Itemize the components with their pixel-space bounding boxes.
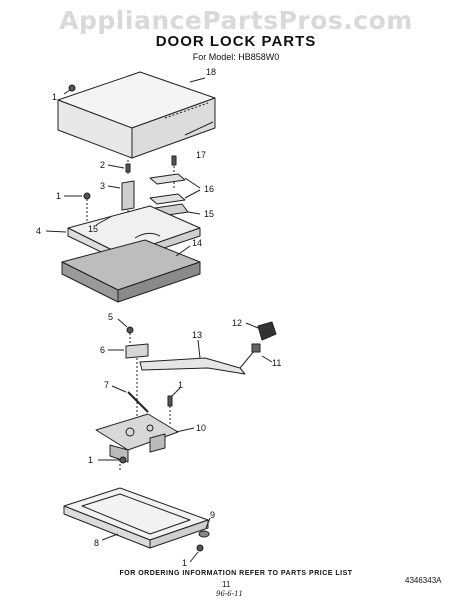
screw-icon bbox=[125, 163, 131, 173]
callout-18: 18 bbox=[206, 67, 216, 77]
clip-part-16 bbox=[149, 173, 186, 205]
screw-icon bbox=[171, 155, 177, 166]
callout-1: 1 bbox=[182, 558, 187, 568]
callout-14: 14 bbox=[192, 238, 202, 248]
base-tray-part-8 bbox=[63, 487, 209, 549]
connector-part-11 bbox=[251, 343, 261, 353]
grommet-part-9 bbox=[198, 530, 210, 538]
callout-1: 1 bbox=[52, 92, 57, 102]
callout-11: 11 bbox=[272, 358, 281, 368]
screw-icon bbox=[126, 326, 134, 334]
model-label: For Model: HB858W0 bbox=[192, 52, 280, 62]
screw-icon bbox=[83, 192, 91, 200]
lock-rod-part-13 bbox=[139, 349, 256, 375]
callout-1: 1 bbox=[88, 455, 93, 465]
callout-1: 1 bbox=[56, 191, 61, 201]
insulation-part-14 bbox=[61, 239, 201, 303]
page-number: 11 bbox=[222, 580, 231, 589]
callout-13: 13 bbox=[192, 330, 202, 340]
callout-15: 15 bbox=[204, 209, 214, 219]
knob-part-12 bbox=[257, 321, 277, 341]
bracket-part-6 bbox=[125, 343, 149, 359]
screw-icon bbox=[119, 456, 127, 464]
lock-mechanism-part-10 bbox=[95, 413, 179, 470]
callout-7: 7 bbox=[104, 380, 109, 390]
document-part-number: 4346343A bbox=[405, 576, 442, 585]
cover-part-18 bbox=[57, 71, 216, 159]
callout-5: 5 bbox=[108, 312, 113, 322]
spring-part-7 bbox=[127, 391, 149, 413]
handwritten-date: 96-6-11 bbox=[216, 590, 243, 598]
callout-16: 16 bbox=[204, 184, 214, 194]
ordering-instruction: FOR ORDERING INFORMATION REFER TO PARTS … bbox=[119, 570, 353, 577]
callout-8: 8 bbox=[94, 538, 99, 548]
callout-10: 10 bbox=[196, 423, 206, 433]
callout-3: 3 bbox=[100, 181, 105, 191]
callout-6: 6 bbox=[100, 345, 105, 355]
watermark: AppliancePartsPros.com bbox=[59, 6, 413, 35]
screw-icon bbox=[196, 544, 204, 552]
page-title: DOOR LOCK PARTS bbox=[155, 33, 317, 50]
callout-9: 9 bbox=[210, 510, 215, 520]
callout-17: 17 bbox=[196, 150, 206, 160]
callout-1: 1 bbox=[178, 380, 183, 390]
screw-icon bbox=[167, 395, 173, 407]
callout-15: 15 bbox=[88, 224, 98, 234]
callout-4: 4 bbox=[36, 226, 41, 236]
callout-12: 12 bbox=[232, 318, 242, 328]
callout-2: 2 bbox=[100, 160, 105, 170]
screw-icon bbox=[68, 84, 76, 92]
